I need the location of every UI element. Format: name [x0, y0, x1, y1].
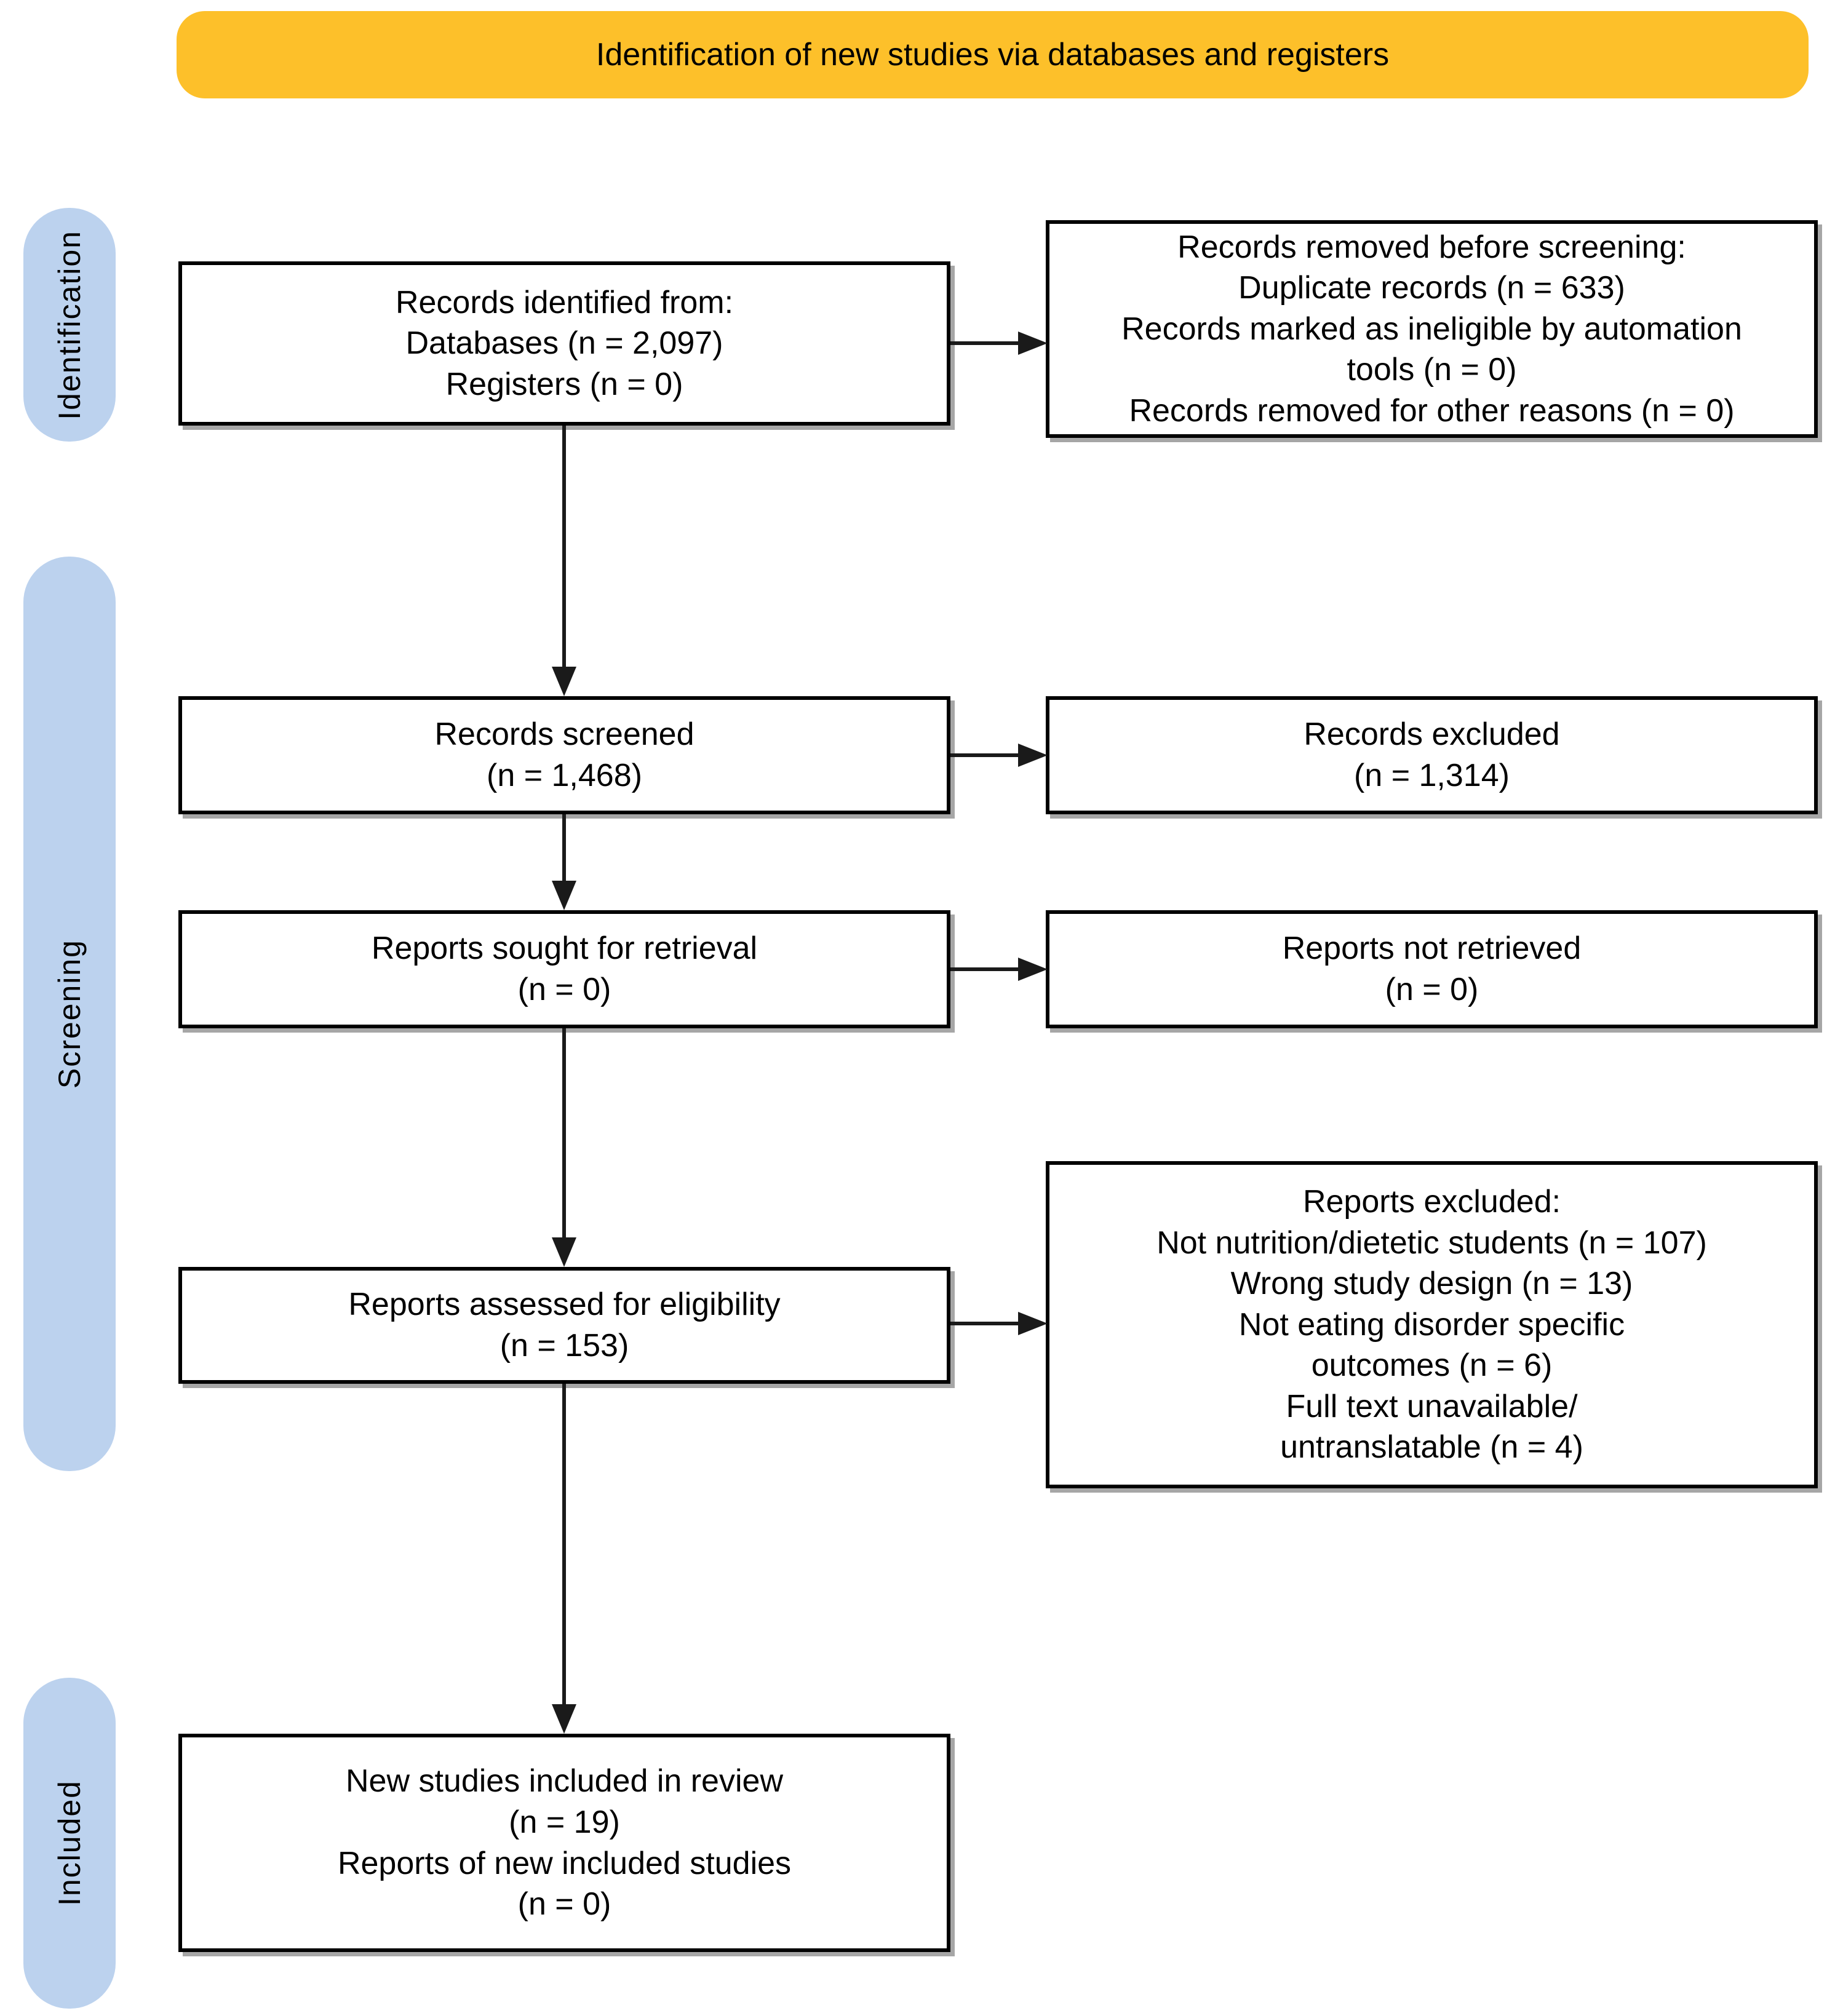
stage-label-included-text: Included: [52, 1780, 87, 1907]
box-reports-assessed: Reports assessed for eligibility (n = 15…: [178, 1267, 950, 1384]
box-new-studies-included: New studies included in review (n = 19) …: [178, 1734, 950, 1952]
arrow-screened-to-excluded-head-icon: [1018, 744, 1048, 767]
box-reports-sought-text: Reports sought for retrieval (n = 0): [371, 931, 758, 1007]
arrow-assessed-to-included-line: [562, 1384, 566, 1704]
arrow-identified-to-screened-head-icon: [552, 667, 576, 696]
box-records-screened: Records screened (n = 1,468): [178, 696, 950, 814]
arrow-screened-to-sought-head-icon: [552, 881, 576, 910]
banner-identification-via-databases: Identification of new studies via databa…: [177, 11, 1809, 98]
arrow-screened-to-sought-line: [562, 814, 566, 881]
box-records-removed-before-screening: Records removed before screening: Duplic…: [1046, 220, 1818, 438]
box-reports-not-retrieved: Reports not retrieved (n = 0): [1046, 910, 1818, 1028]
box-reports-excluded: Reports excluded: Not nutrition/dietetic…: [1046, 1161, 1818, 1488]
box-reports-assessed-text: Reports assessed for eligibility (n = 15…: [348, 1287, 781, 1363]
box-records-removed-text: Records removed before screening: Duplic…: [1121, 229, 1742, 429]
arrow-identified-to-removed-line: [950, 341, 1018, 345]
stage-label-screening: Screening: [23, 557, 116, 1471]
box-reports-not-retrieved-text: Reports not retrieved (n = 0): [1282, 931, 1582, 1007]
arrow-sought-to-assessed-line: [562, 1028, 566, 1237]
stage-label-identification-text: Identification: [52, 229, 87, 420]
arrow-screened-to-excluded-line: [950, 753, 1018, 757]
arrow-sought-to-assessed-head-icon: [552, 1237, 576, 1267]
arrow-assessed-to-reports-excluded-line: [950, 1322, 1018, 1325]
arrow-assessed-to-included-head-icon: [552, 1704, 576, 1734]
stage-label-identification: Identification: [23, 208, 116, 442]
box-new-studies-included-text: New studies included in review (n = 19) …: [337, 1763, 792, 1923]
arrow-identified-to-screened-line: [562, 426, 566, 667]
box-records-excluded-text: Records excluded (n = 1,314): [1304, 716, 1560, 793]
banner-title: Identification of new studies via databa…: [595, 37, 1390, 73]
box-records-excluded: Records excluded (n = 1,314): [1046, 696, 1818, 814]
stage-label-screening-text: Screening: [52, 939, 87, 1089]
arrow-identified-to-removed-head-icon: [1018, 331, 1048, 355]
arrow-sought-to-not-retrieved-line: [950, 967, 1018, 971]
arrow-assessed-to-reports-excluded-head-icon: [1018, 1312, 1048, 1335]
box-records-identified: Records identified from: Databases (n = …: [178, 261, 950, 426]
box-reports-sought: Reports sought for retrieval (n = 0): [178, 910, 950, 1028]
arrow-sought-to-not-retrieved-head-icon: [1018, 958, 1048, 981]
stage-label-included: Included: [23, 1678, 116, 2009]
box-records-screened-text: Records screened (n = 1,468): [434, 716, 695, 793]
box-reports-excluded-text: Reports excluded: Not nutrition/dietetic…: [1156, 1184, 1707, 1466]
box-records-identified-text: Records identified from: Databases (n = …: [395, 284, 734, 402]
